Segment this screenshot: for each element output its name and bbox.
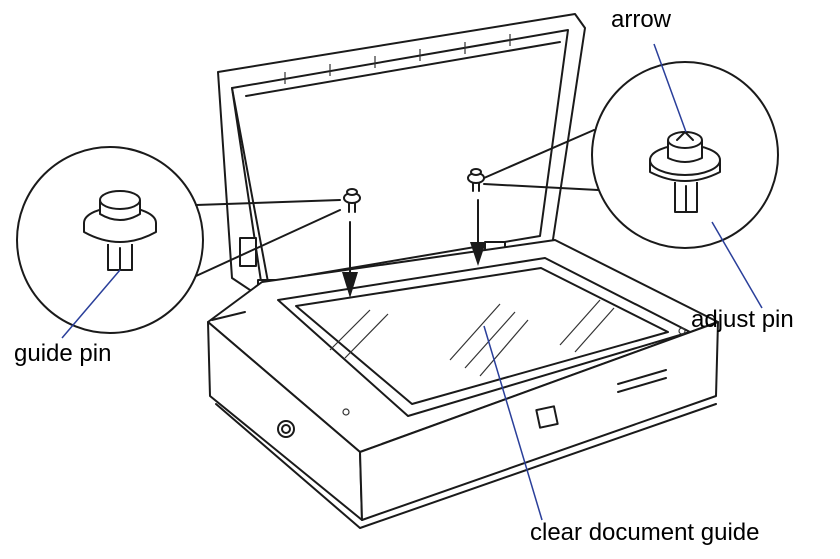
clear-document-guide-label: clear document guide (530, 519, 760, 546)
leader-lines (61, 43, 763, 521)
scanner-body (207, 239, 719, 529)
arrow-down-icon (470, 242, 486, 266)
adjust-pin-callout (483, 61, 779, 249)
arrow-down-icon (342, 272, 358, 298)
adjust-pin-label: adjust pin (691, 306, 794, 333)
guide-pin-label: guide pin (14, 340, 112, 367)
pins-and-arrows (342, 168, 486, 298)
guide-pin-callout (16, 146, 341, 334)
arrow-label: arrow (611, 6, 672, 33)
